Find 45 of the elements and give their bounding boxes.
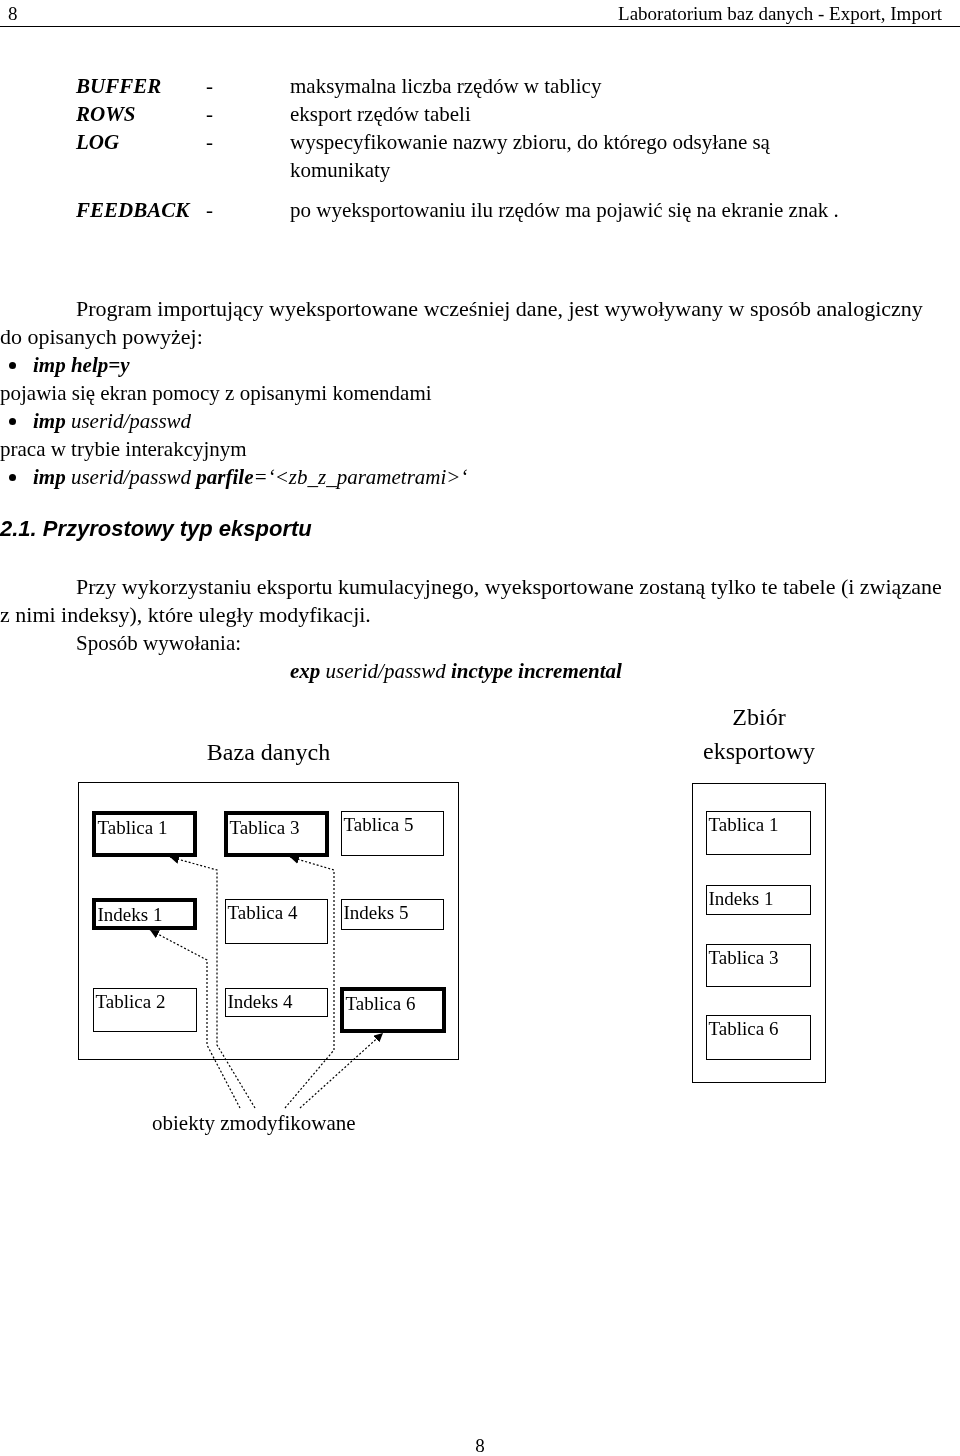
dash-separator: - <box>206 129 214 156</box>
object-box: Indeks 1 <box>91 897 197 930</box>
arrow <box>299 1032 384 1109</box>
command-line: imp userid/passwd parfile=‘<zb_z_parametrami>‘ <box>33 464 469 491</box>
object-box: Tablica 2 <box>92 987 197 1032</box>
paragraph: Przy wykorzystaniu eksportu kumulacyjnego, wyeksportowane zostaną tylko te tabele (i związane z nimi indeksy), które uległy modyfikacji. <box>0 573 943 629</box>
parameter-description: eksport rzędów tabeli <box>290 101 472 128</box>
arrow <box>169 855 256 1109</box>
object-box: Tablica 3 <box>705 943 811 987</box>
object-box: Tablica 6 <box>705 1014 811 1060</box>
paragraph: pojawia się ekran pomocy z opisanymi komendami <box>0 380 433 407</box>
object-box: Indeks 1 <box>705 884 811 915</box>
arrow <box>149 929 241 1109</box>
caption-text: obiekty zmodyfikowane <box>150 1108 400 1138</box>
arrow <box>284 855 335 1109</box>
page-number: 8 <box>474 1434 486 1456</box>
parameter-name: BUFFER <box>76 73 163 100</box>
object-box: Indeks 4 <box>224 987 328 1017</box>
command-line: exp userid/passwd inctype incremental <box>290 658 623 685</box>
command-line: imp userid/passwd <box>33 408 193 435</box>
object-box: Tablica 3 <box>223 810 329 857</box>
group-heading: Baza danych <box>205 738 332 767</box>
group-heading: Zbiór eksportowy <box>702 703 816 766</box>
dash-separator: - <box>206 73 214 100</box>
parameter-description: po wyeksportowaniu ilu rzędów ma pojawić się na ekranie znak . <box>290 197 840 224</box>
parameter-name: FEEDBACK <box>76 197 192 224</box>
object-box: Tablica 4 <box>224 898 328 944</box>
dash-separator: - <box>206 197 214 224</box>
dash-separator: - <box>206 101 214 128</box>
paragraph: Sposób wywołania: <box>76 630 243 657</box>
object-box: Indeks 5 <box>340 898 444 930</box>
parameter-description: maksymalna liczba rzędów w tablicy <box>290 73 603 100</box>
parameter-name: ROWS <box>76 101 137 128</box>
object-box: Tablica 1 <box>91 810 197 857</box>
object-box: Tablica 5 <box>340 810 444 856</box>
paragraph: Program importujący wyeksportowane wcześniej dane, jest wywoływany w sposób analogiczny do opisanych powyżej: <box>0 295 924 351</box>
object-box: Tablica 1 <box>705 810 811 855</box>
command-line: imp help=y <box>33 352 131 379</box>
parameter-name: LOG <box>76 129 121 156</box>
parameter-description: wyspecyfikowanie nazwy zbioru, do którego odsyłane są komunikaty <box>290 129 771 184</box>
object-box: Tablica 6 <box>339 986 446 1033</box>
page-number: 8 <box>8 2 19 26</box>
section-heading: 2.1. Przyrostowy typ eksportu <box>0 515 313 543</box>
running-header: Laboratorium baz danych - Export, Import <box>617 2 942 26</box>
paragraph: praca w trybie interakcyjnym <box>0 436 248 463</box>
